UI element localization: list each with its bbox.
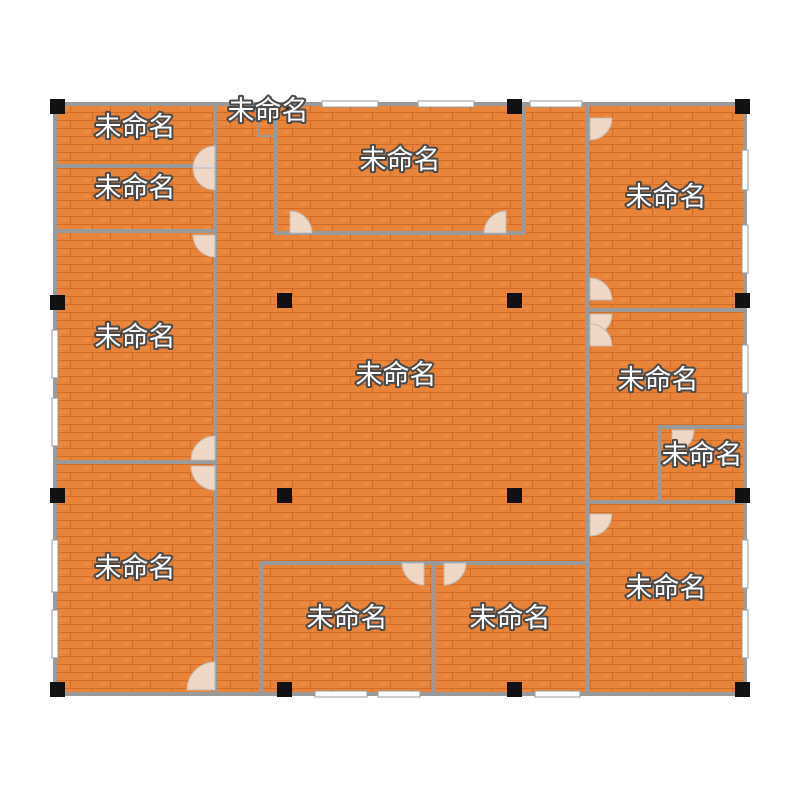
room-label-7: 未命名: [356, 360, 437, 391]
floor: [55, 104, 745, 694]
room-label-13: 未命名: [470, 603, 551, 634]
marker-dot: [285, 107, 293, 115]
room-label-9: 未命名: [662, 440, 743, 471]
room-label-8: 未命名: [618, 365, 699, 396]
room-label-4: 未命名: [360, 145, 441, 176]
doors: [186, 117, 695, 691]
room-label-1: 未命名: [95, 112, 176, 143]
room-label-6: 未命名: [95, 322, 176, 353]
room-label-11: 未命名: [626, 573, 707, 604]
room-label-5: 未命名: [626, 182, 707, 213]
room-labels: 未命名 未命名 未命名 未命名 未命名 未命名 未命名 未命名 未命名 未命名 …: [93, 94, 745, 636]
windows: [51, 100, 749, 698]
room-label-2: 未命名: [95, 173, 176, 204]
room-label-10: 未命名: [95, 553, 176, 584]
room-label-12: 未命名: [307, 603, 388, 634]
columns: [50, 99, 750, 697]
room-label-3: 未命名: [228, 96, 309, 127]
